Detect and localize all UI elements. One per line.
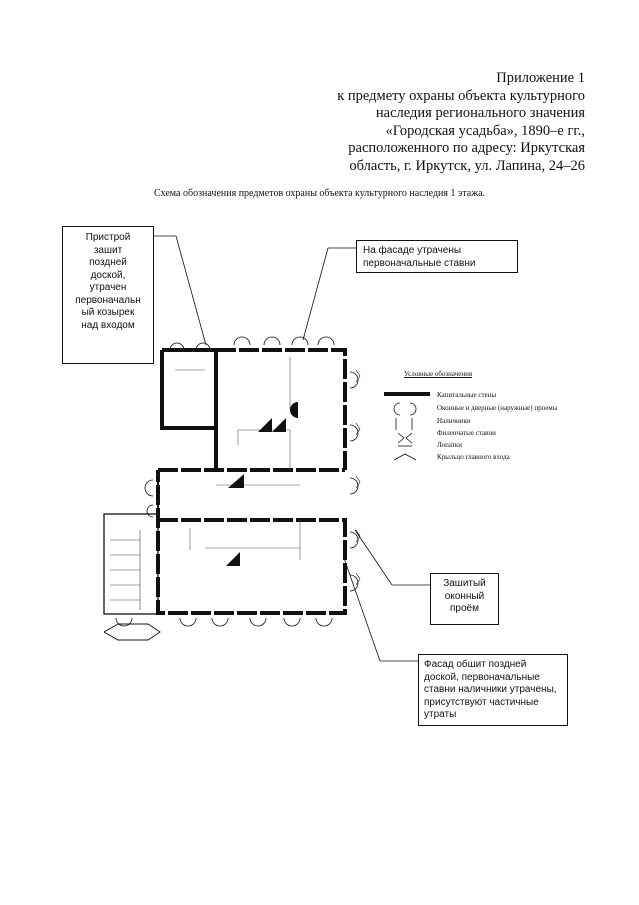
header-line: Приложение 1 — [496, 70, 585, 86]
shutters-callout: На фасаде утрачены первоначальные ставни — [356, 240, 518, 273]
callout-line: проём — [450, 603, 479, 614]
header-line: наследия регионального значения — [375, 105, 585, 121]
scheme-title: Схема обозначения предметов охраны объек… — [153, 188, 486, 199]
window-callout: Зашитый оконный проём — [430, 573, 499, 625]
header-line: «Городская усадьба», 1890–е гг., — [385, 122, 585, 139]
callout-line: Зашитый — [443, 578, 486, 589]
callout-line: первоначальн — [75, 294, 141, 306]
legend-item: Филенчатые ставни — [437, 429, 496, 437]
header-line: область, г. Иркутск, ул. Лапина, 24–26 — [349, 157, 585, 174]
callout-line: доской, — [90, 269, 126, 281]
legend-item: Наличники — [437, 417, 471, 425]
header-line: расположенного по адресу: Иркутская — [348, 140, 585, 156]
legend-item: Капитальные стены — [437, 391, 497, 399]
callout-line: ый козырек — [81, 307, 135, 318]
callout-line: зашит — [93, 244, 123, 256]
callout-line: над входом — [81, 319, 135, 331]
legend-item: Оконные и дверные (наружные) проемы — [437, 404, 558, 412]
header-line: к предмету охраны объекта культурного — [337, 87, 585, 104]
callout-line: оконный — [444, 590, 485, 602]
legend-title: Условные обозначения — [404, 370, 473, 378]
document-header: Приложение 1 к предмету охраны объекта к… — [265, 70, 585, 175]
callout-line: Пристрой — [85, 232, 131, 243]
facade-callout: Фасад обшит поздней доской, первоначальн… — [418, 654, 568, 726]
annex-callout: Пристрой зашит поздней доской, утрачен п… — [62, 226, 154, 364]
legend-item: Крыльцо главного входа — [437, 453, 510, 461]
callout-line: поздней — [89, 257, 127, 268]
callout-line: утрачен — [89, 282, 127, 293]
legend-item: Лопатки — [437, 441, 462, 449]
